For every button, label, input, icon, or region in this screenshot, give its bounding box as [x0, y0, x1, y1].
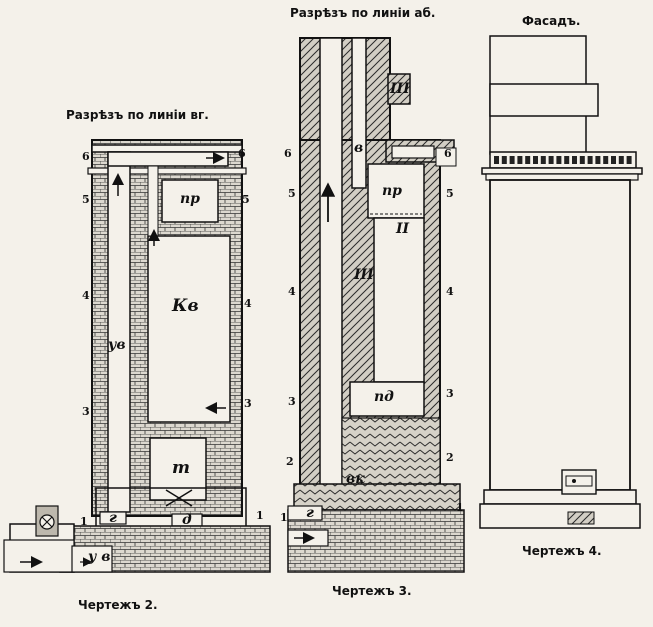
frieze-cell	[533, 156, 538, 164]
frieze-cell	[517, 156, 523, 164]
frieze-cell	[579, 156, 585, 164]
d3-level-3-right: 3	[446, 387, 454, 400]
frieze-cell	[494, 156, 499, 164]
frieze-cell	[501, 156, 507, 164]
d2-level-4-left: 4	[82, 289, 90, 302]
frieze-cell	[572, 156, 577, 164]
d2-level-1-right: 1	[256, 509, 264, 522]
frieze-cell	[618, 156, 624, 164]
frieze-cell	[556, 156, 562, 164]
d2-level-6-right: 6	[238, 147, 246, 160]
d2-level-1-left: 1	[80, 515, 88, 528]
d3-label-g: г	[306, 505, 314, 521]
frieze-cell	[509, 156, 515, 164]
d3-level-2-left: 2	[286, 455, 294, 468]
d3-level-4-right: 4	[446, 285, 454, 298]
drawing-4	[479, 35, 643, 529]
caption-facade: Фасадъ.	[522, 14, 581, 28]
caption-section-vg: Разрѣзъ по линіи вг.	[66, 108, 209, 122]
d2-label-kv: Кв	[172, 296, 199, 316]
d3-label-pd: пд	[374, 389, 394, 405]
frieze-cell	[564, 156, 570, 164]
d3-level-6-right: 6	[444, 147, 452, 160]
frieze-cell	[626, 156, 632, 164]
d3-level-4-left: 4	[288, 285, 296, 298]
d2-label-g: г	[109, 510, 117, 526]
d2-level-3-right: 3	[244, 397, 252, 410]
frieze-cell	[595, 156, 601, 164]
d2-label-pr: пр	[180, 191, 200, 207]
frieze-cells	[494, 156, 632, 164]
frieze-cell	[548, 156, 554, 164]
frieze-cell	[540, 156, 546, 164]
d3-level-6-left: 6	[284, 147, 292, 160]
d3-label-pr: пр	[382, 183, 402, 199]
caption-drawing-2: Чертежъ 2.	[78, 598, 158, 612]
d2-label-uv: ув	[108, 337, 126, 353]
d3-label-roman3-top: III	[390, 81, 410, 97]
d3-level-1-left: 1	[280, 511, 288, 524]
d3-label-vk: вк	[346, 471, 365, 487]
frieze-cell	[603, 156, 609, 164]
d2-label-d: д	[182, 512, 192, 528]
d3-level-5-right: 5	[446, 187, 454, 200]
d3-level-1-right: 1	[456, 501, 464, 514]
caption-section-ab: Разрѣзъ по линіи аб.	[290, 6, 436, 20]
frieze-cell	[611, 156, 616, 164]
d2-level-4-right: 4	[244, 297, 252, 310]
frieze-cell	[587, 156, 593, 164]
caption-drawing-3: Чертежъ 3.	[332, 584, 412, 598]
d2-level-5-left: 5	[82, 193, 90, 206]
d2-label-t: т	[172, 458, 190, 478]
drawing-3	[287, 37, 465, 573]
d3-label-roman2: II	[396, 221, 410, 237]
d3-label-v: в	[354, 140, 364, 156]
d2-label-uv-bottom: у в	[88, 549, 111, 565]
d3-label-roman3: III	[354, 267, 374, 283]
d2-level-6-left: 6	[82, 150, 90, 163]
frieze-cell	[525, 156, 531, 164]
d2-level-5-right: 5	[242, 193, 250, 206]
caption-drawing-4: Чертежъ 4.	[522, 544, 602, 558]
d3-level-5-left: 5	[288, 187, 296, 200]
drawing-2	[3, 139, 271, 573]
d3-level-3-left: 3	[288, 395, 296, 408]
d2-level-3-left: 3	[82, 405, 90, 418]
d3-level-2-right: 2	[446, 451, 454, 464]
